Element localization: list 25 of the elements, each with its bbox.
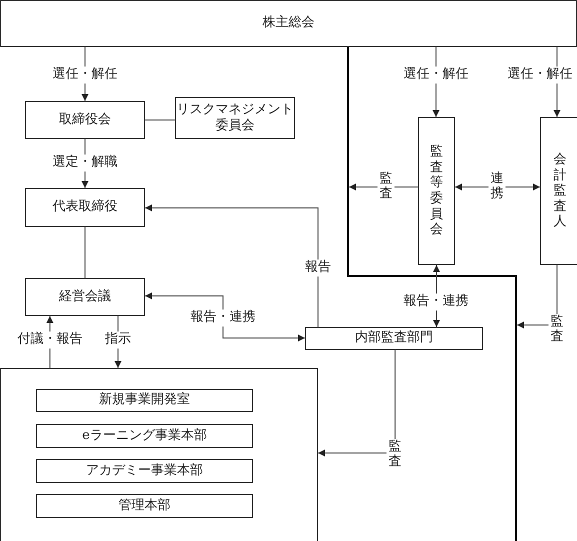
org-box: 代表取締役 <box>25 188 145 227</box>
edge-label: 付議・報告 <box>16 332 84 348</box>
org-box: リスクマネジメント委員会 <box>175 97 295 139</box>
org-box: 管理本部 <box>36 494 253 518</box>
org-box: 内部監査部門 <box>305 327 483 350</box>
arrow <box>144 204 318 328</box>
group-box <box>0 368 318 541</box>
arrow <box>144 292 306 342</box>
edge-label: 報告 <box>303 260 333 276</box>
vertical-box: 会計監査人 <box>540 117 577 265</box>
edge-label: 選任・解任 <box>506 66 574 84</box>
vertical-box: 監査等委員会 <box>418 117 455 265</box>
org-box: 経営会議 <box>25 278 145 316</box>
edge-label: 選定・解職 <box>50 154 120 172</box>
edge-label: 選任・解任 <box>402 66 470 84</box>
org-box: 取締役会 <box>25 101 145 139</box>
edge-label: 報告・連携 <box>188 310 258 326</box>
org-box: 株主総会 <box>0 0 577 47</box>
edge-label: 報告・連携 <box>402 294 470 310</box>
edge-label: 指示 <box>103 332 133 348</box>
org-box: eラーニング事業本部 <box>36 424 253 448</box>
edge-label: 選任・解任 <box>50 66 120 84</box>
org-box: 新規事業開発室 <box>36 389 253 412</box>
connector-line <box>84 226 86 278</box>
org-box: アカデミー事業本部 <box>36 459 253 483</box>
